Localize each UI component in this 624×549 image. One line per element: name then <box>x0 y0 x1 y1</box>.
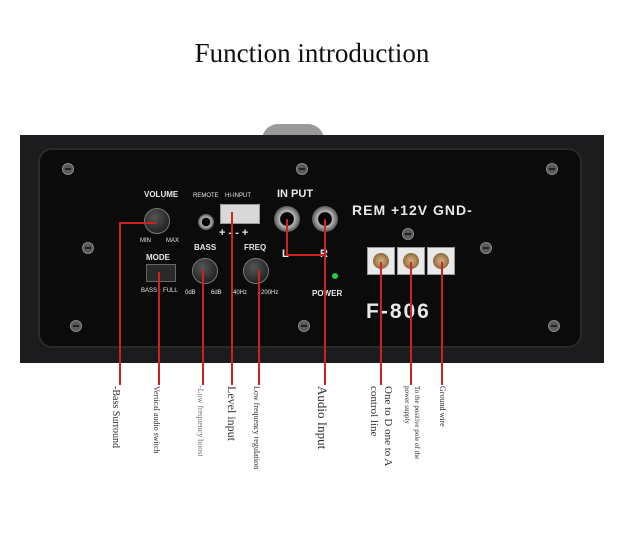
leader-line <box>119 222 121 385</box>
page-title: Function introduction <box>194 38 430 68</box>
caption-audio-input: Audio Input <box>315 386 330 450</box>
mode-label: MODE <box>146 253 170 262</box>
caption-positive-pole-2: power supply <box>403 386 411 424</box>
screw-icon <box>82 242 94 254</box>
caption-low-frequency-boost: -Low frequency boost <box>196 386 205 457</box>
bass-0db-label: 0dB <box>185 290 196 296</box>
screw-icon <box>548 320 560 332</box>
volume-knob[interactable] <box>144 208 170 234</box>
bass-6db-label: 6dB <box>211 290 222 296</box>
leader-line <box>202 270 204 385</box>
model-label: F-806 <box>366 300 431 323</box>
screw-icon <box>298 320 310 332</box>
mode-full-label: FULL <box>163 288 178 294</box>
rem-12v-gnd-label: REM +12V GND- <box>352 202 473 218</box>
caption-low-frequency-regulation: Low frequency regulation <box>252 386 261 470</box>
leader-line <box>380 262 382 385</box>
leader-line <box>286 219 288 255</box>
screw-icon <box>402 228 414 240</box>
leader-line <box>410 262 412 385</box>
remote-label: REMOTE <box>193 193 219 199</box>
power-label: POWER <box>312 289 343 298</box>
volume-label: VOLUME <box>144 190 179 199</box>
in-put-label: IN PUT <box>277 188 314 200</box>
screw-icon <box>546 163 558 175</box>
bass-knob-label: BASS <box>194 243 217 252</box>
caption-control-line: control line <box>368 386 380 437</box>
caption-one-to-d: One to D one to A <box>382 386 394 467</box>
volume-max-label: MAX <box>166 238 180 244</box>
mode-switch[interactable] <box>146 264 176 282</box>
hi-input-polarity: + - - + <box>219 227 249 239</box>
hi-input-label: HI-INPUT <box>225 193 251 199</box>
caption-vertical-audio-switch: Vertical audio switch <box>152 386 161 454</box>
freq-200hz-label: 200Hz <box>261 290 279 296</box>
caption-level-input: Level input <box>225 386 239 441</box>
bass-knob[interactable] <box>192 258 218 284</box>
caption-ground-wire: Ground wire <box>438 386 447 427</box>
leader-line <box>158 272 160 385</box>
leader-line <box>441 262 443 385</box>
volume-min-label: MIN <box>140 238 151 244</box>
mode-bass-label: BASS <box>141 288 158 294</box>
hi-input-connector[interactable] <box>220 204 260 224</box>
caption-bass-surround: -Bass Surround <box>110 386 121 448</box>
freq-knob[interactable] <box>243 258 269 284</box>
remote-jack[interactable] <box>198 214 214 230</box>
power-led <box>332 273 338 279</box>
freq-40hz-label: 40Hz <box>233 290 248 296</box>
rca-left-label: L <box>282 248 289 260</box>
leader-line <box>231 212 233 385</box>
screw-icon <box>70 320 82 332</box>
screw-icon <box>296 163 308 175</box>
leader-line <box>258 270 260 385</box>
freq-knob-label: FREQ <box>244 243 267 252</box>
leader-line <box>286 254 326 256</box>
caption-positive-pole-1: To the positive pole of the <box>413 386 421 460</box>
screw-icon <box>62 163 74 175</box>
leader-line <box>324 219 326 385</box>
screw-icon <box>480 242 492 254</box>
leader-line <box>120 222 156 224</box>
